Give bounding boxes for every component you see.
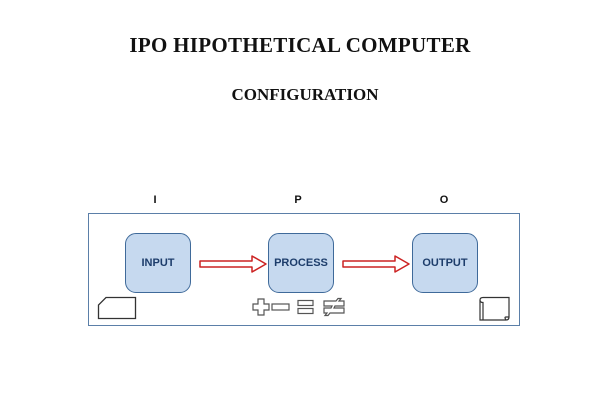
diagram-subtitle: CONFIGURATION (231, 85, 379, 104)
process-to-output-arrow (342, 255, 410, 273)
equals-icon (297, 299, 314, 315)
process-box-label: PROCESS (274, 257, 328, 269)
output-box: OUTPUT (412, 233, 478, 293)
system-frame (88, 213, 520, 326)
paper-sheet-icon (479, 296, 510, 321)
plus-icon (252, 298, 270, 316)
diagram-title: IPO HIPOTHETICAL COMPUTER (129, 33, 471, 57)
card-icon (97, 296, 137, 320)
arithmetic-logic-icons (252, 297, 345, 317)
column-label-output: O (439, 194, 449, 206)
process-box: PROCESS (268, 233, 334, 293)
output-box-label: OUTPUT (422, 257, 468, 269)
input-to-process-arrow (199, 255, 267, 273)
input-box-label: INPUT (141, 257, 175, 269)
column-label-process: P (294, 194, 302, 206)
not-equal-icon (323, 297, 345, 317)
column-label-input: I (153, 194, 157, 206)
input-box: INPUT (125, 233, 191, 293)
minus-icon (271, 303, 290, 311)
